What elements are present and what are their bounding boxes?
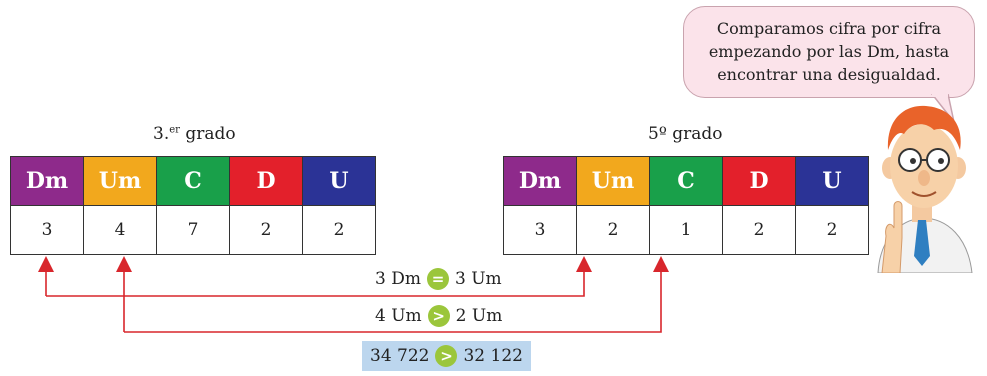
value-c: 1 [649, 205, 723, 255]
comparison-dm: 3 Dm = 3 Um [375, 268, 502, 290]
value-dm: 3 [503, 205, 577, 255]
header-d: D [722, 156, 796, 206]
speech-line-3: encontrar una desigualdad. [717, 65, 941, 84]
value-dm: 3 [10, 205, 84, 255]
teacher-character-illustration [877, 105, 973, 273]
comparison-um-right: 2 Um [455, 306, 503, 326]
value-u: 2 [302, 205, 376, 255]
value-d: 2 [722, 205, 796, 255]
comparison-um-left: 4 Um [375, 306, 422, 326]
header-d: D [229, 156, 303, 206]
right-place-value-table: Dm Um C D U 3 2 1 2 2 [503, 156, 869, 255]
comparison-dm-left: 3 Dm [375, 269, 421, 289]
final-comparison: 34 722 > 32 122 [362, 341, 531, 371]
greater-than-badge: > [435, 345, 458, 367]
comparison-dm-right: 3 Um [454, 269, 502, 289]
header-u: U [302, 156, 376, 206]
header-u: U [795, 156, 869, 206]
left-table-title: 3.er grado [153, 124, 236, 144]
value-d: 2 [229, 205, 303, 255]
speech-line-1: Comparamos cifra por cifra [716, 19, 942, 38]
header-dm: Dm [503, 156, 577, 206]
header-c: C [156, 156, 230, 206]
greater-than-badge: > [427, 305, 450, 327]
comparison-um: 4 Um > 2 Um [375, 305, 502, 327]
header-um: Um [576, 156, 650, 206]
final-right-number: 32 122 [463, 346, 523, 366]
final-left-number: 34 722 [370, 346, 430, 366]
speech-line-2: empezando por las Dm, hasta [708, 42, 950, 61]
speech-bubble: Comparamos cifra por cifra empezando por… [683, 6, 975, 98]
equals-badge: = [426, 268, 449, 290]
header-dm: Dm [10, 156, 84, 206]
value-u: 2 [795, 205, 869, 255]
header-um: Um [83, 156, 157, 206]
right-table-title: 5º grado [648, 124, 723, 144]
value-c: 7 [156, 205, 230, 255]
header-c: C [649, 156, 723, 206]
left-place-value-table: Dm Um C D U 3 4 7 2 2 [10, 156, 376, 255]
